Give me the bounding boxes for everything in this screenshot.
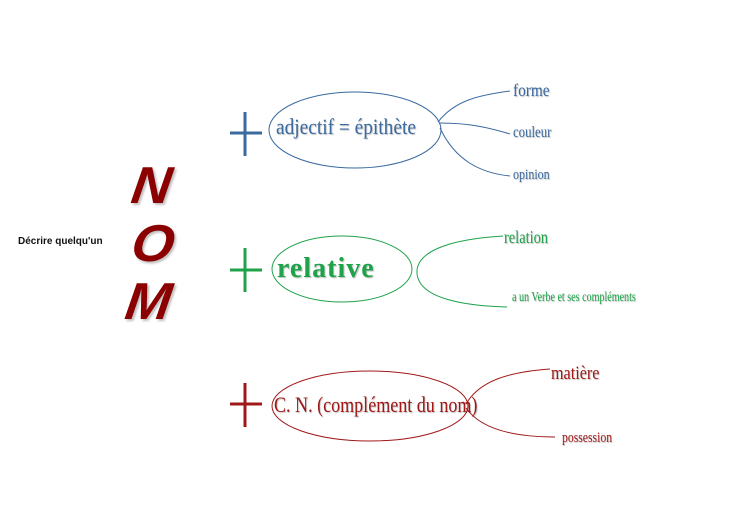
connector-forme bbox=[437, 90, 511, 123]
connector-matiere bbox=[465, 368, 551, 405]
title-letter-o: O bbox=[127, 215, 179, 273]
leaf-forme: forme bbox=[513, 80, 550, 100]
connector-possession bbox=[465, 407, 556, 438]
plus-icon-blue bbox=[230, 112, 262, 156]
leaf-relation: relation bbox=[504, 227, 548, 247]
center-node-relative: relative bbox=[277, 253, 375, 284]
title-letter-m: M bbox=[121, 273, 176, 331]
ellipse-cn bbox=[271, 370, 469, 442]
center-node-cn: C. N. (complément du nom) bbox=[274, 392, 478, 417]
leaf-verbe-complements: a un Verbe et ses compléments bbox=[512, 290, 636, 305]
leaf-opinion: opinion bbox=[513, 167, 550, 183]
connector-opinion bbox=[439, 127, 511, 177]
connector-relation-arc bbox=[416, 235, 508, 308]
ellipse-relative bbox=[271, 235, 413, 303]
leaf-matiere: matière bbox=[551, 363, 600, 384]
subtitle-text: Décrire quelqu'un bbox=[18, 236, 103, 247]
leaf-couleur: couleur bbox=[513, 124, 552, 141]
connector-couleur bbox=[439, 122, 511, 135]
plus-icon-green bbox=[230, 248, 262, 292]
title-letter-n: N bbox=[127, 157, 176, 215]
leaf-possession: possession bbox=[562, 430, 613, 446]
center-node-adjectif: adjectif = épithète bbox=[276, 114, 416, 139]
plus-icon-red bbox=[230, 383, 262, 427]
